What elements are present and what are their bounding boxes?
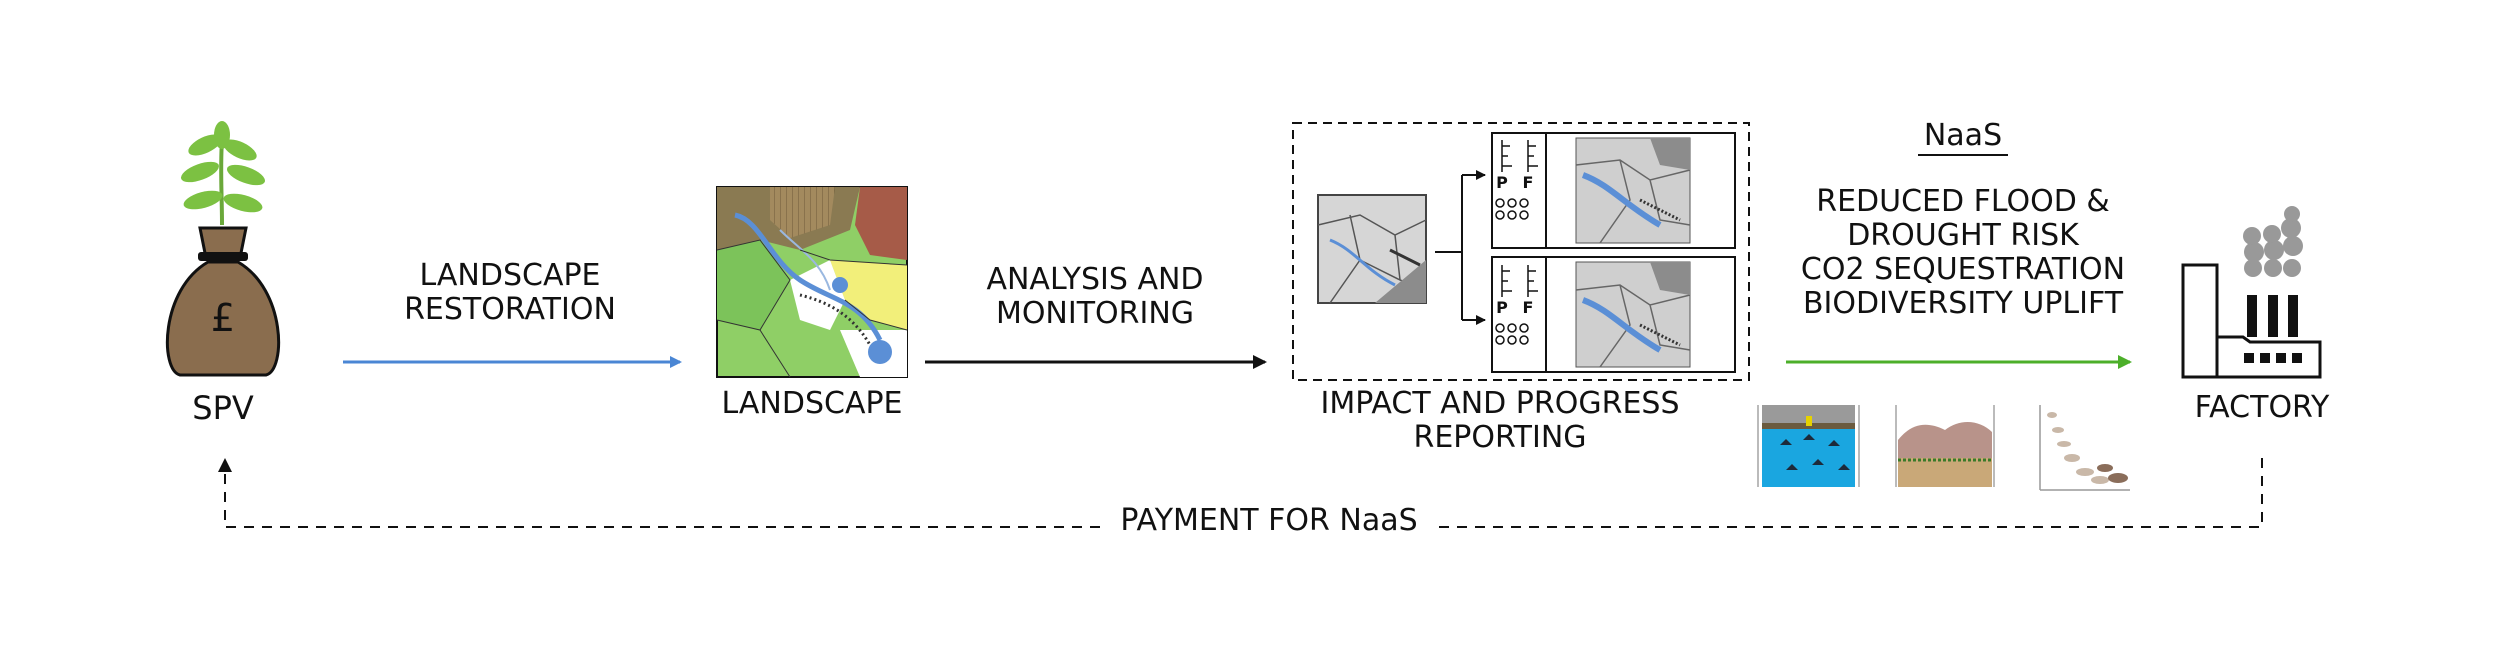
- chart-letter-p-top: P: [1496, 173, 1508, 192]
- restoration-label-line1: LANDSCAPE: [419, 258, 601, 293]
- reporting-box: [1292, 122, 1750, 381]
- species-chart-icon: [2039, 405, 2130, 491]
- chart-letter-f-bottom: F: [1522, 298, 1534, 317]
- money-bag-icon: [165, 121, 281, 377]
- report-panel-bottom: [1491, 256, 1736, 373]
- benefit-line-3: CO2 SEQUESTRATION: [1800, 252, 2126, 287]
- landscape-label: LANDSCAPE: [721, 386, 903, 421]
- reporting-label-line1: IMPACT AND PROGRESS: [1320, 386, 1680, 421]
- soil-profile-icon: [1895, 405, 1995, 487]
- analysis-label-line1: ANALYSIS AND: [986, 262, 1204, 297]
- naas-title: NaaS: [1923, 118, 2003, 153]
- payment-loop: [224, 458, 2263, 528]
- restoration-label-line2: RESTORATION: [404, 292, 616, 327]
- reporting-label-line2: REPORTING: [1413, 420, 1587, 455]
- spv-label: SPV: [192, 389, 254, 427]
- benefit-line-1: REDUCED FLOOD &: [1816, 184, 2110, 219]
- baseline-map: [1317, 194, 1427, 304]
- landscape-map: [716, 186, 908, 378]
- payment-arrowhead: [218, 458, 232, 472]
- chart-letter-p-bottom: P: [1496, 298, 1508, 317]
- benefit-line-2: DROUGHT RISK: [1847, 218, 2079, 253]
- payment-label: PAYMENT FOR NaaS: [1120, 503, 1418, 538]
- report-panel-top: [1491, 132, 1736, 249]
- factory-icon: [2181, 206, 2322, 379]
- benefit-line-4: BIODIVERSITY UPLIFT: [1802, 286, 2124, 321]
- plant-icon: [181, 121, 265, 226]
- factory-label: FACTORY: [2194, 390, 2330, 425]
- water-table-icon: [1757, 405, 1860, 487]
- analysis-label-line2: MONITORING: [995, 296, 1195, 331]
- pound-symbol: £: [210, 296, 236, 340]
- chart-letter-f-top: F: [1522, 173, 1534, 192]
- branch-connector: [1435, 170, 1486, 325]
